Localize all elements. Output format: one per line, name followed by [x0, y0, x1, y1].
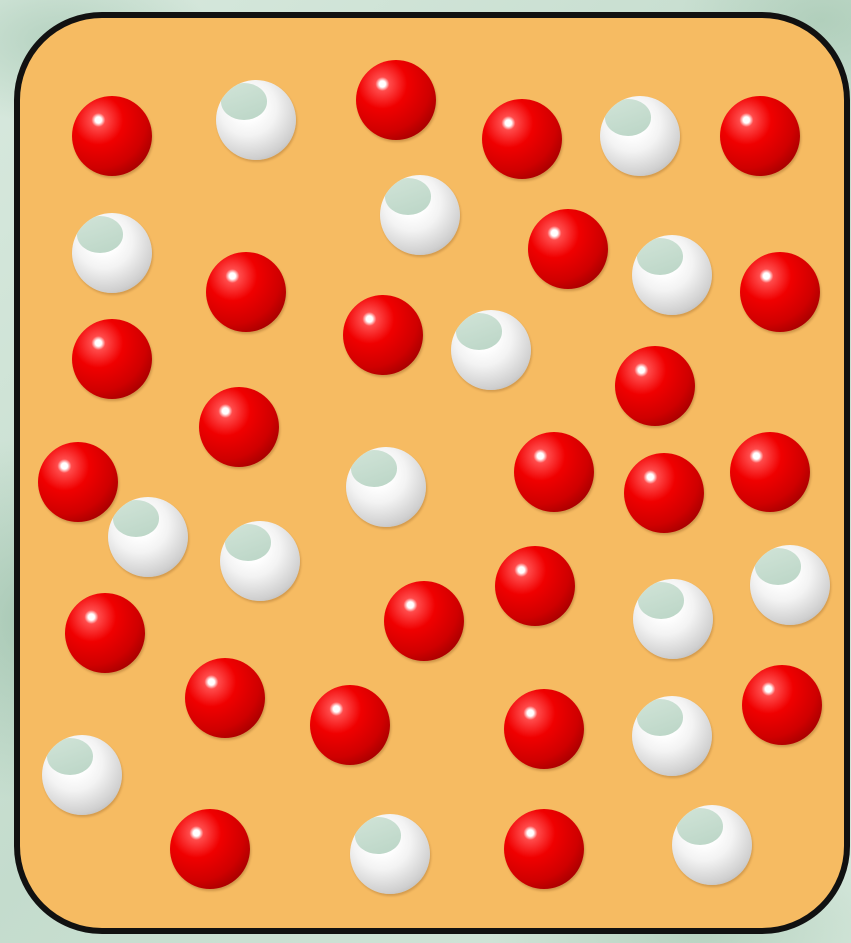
red-particle — [528, 209, 608, 289]
red-particle — [742, 665, 822, 745]
red-particle — [65, 593, 145, 673]
red-particle — [482, 99, 562, 179]
red-particle — [514, 432, 594, 512]
red-particle — [504, 809, 584, 889]
red-particle — [310, 685, 390, 765]
red-particle — [343, 295, 423, 375]
red-particle — [199, 387, 279, 467]
white-particle — [220, 521, 300, 601]
white-particle — [632, 235, 712, 315]
white-particle — [451, 310, 531, 390]
white-particle — [350, 814, 430, 894]
red-particle — [38, 442, 118, 522]
red-particle — [170, 809, 250, 889]
white-particle — [216, 80, 296, 160]
red-particle — [615, 346, 695, 426]
white-particle — [672, 805, 752, 885]
white-particle — [380, 175, 460, 255]
red-particle — [504, 689, 584, 769]
red-particle — [72, 319, 152, 399]
white-particle — [72, 213, 152, 293]
white-particle — [633, 579, 713, 659]
red-particle — [384, 581, 464, 661]
red-particle — [72, 96, 152, 176]
white-particle — [632, 696, 712, 776]
red-particle — [720, 96, 800, 176]
white-particle — [346, 447, 426, 527]
particle-container — [14, 12, 850, 934]
red-particle — [185, 658, 265, 738]
red-particle — [730, 432, 810, 512]
white-particle — [108, 497, 188, 577]
white-particle — [600, 96, 680, 176]
red-particle — [356, 60, 436, 140]
red-particle — [624, 453, 704, 533]
white-particle — [750, 545, 830, 625]
red-particle — [206, 252, 286, 332]
red-particle — [495, 546, 575, 626]
white-particle — [42, 735, 122, 815]
red-particle — [740, 252, 820, 332]
